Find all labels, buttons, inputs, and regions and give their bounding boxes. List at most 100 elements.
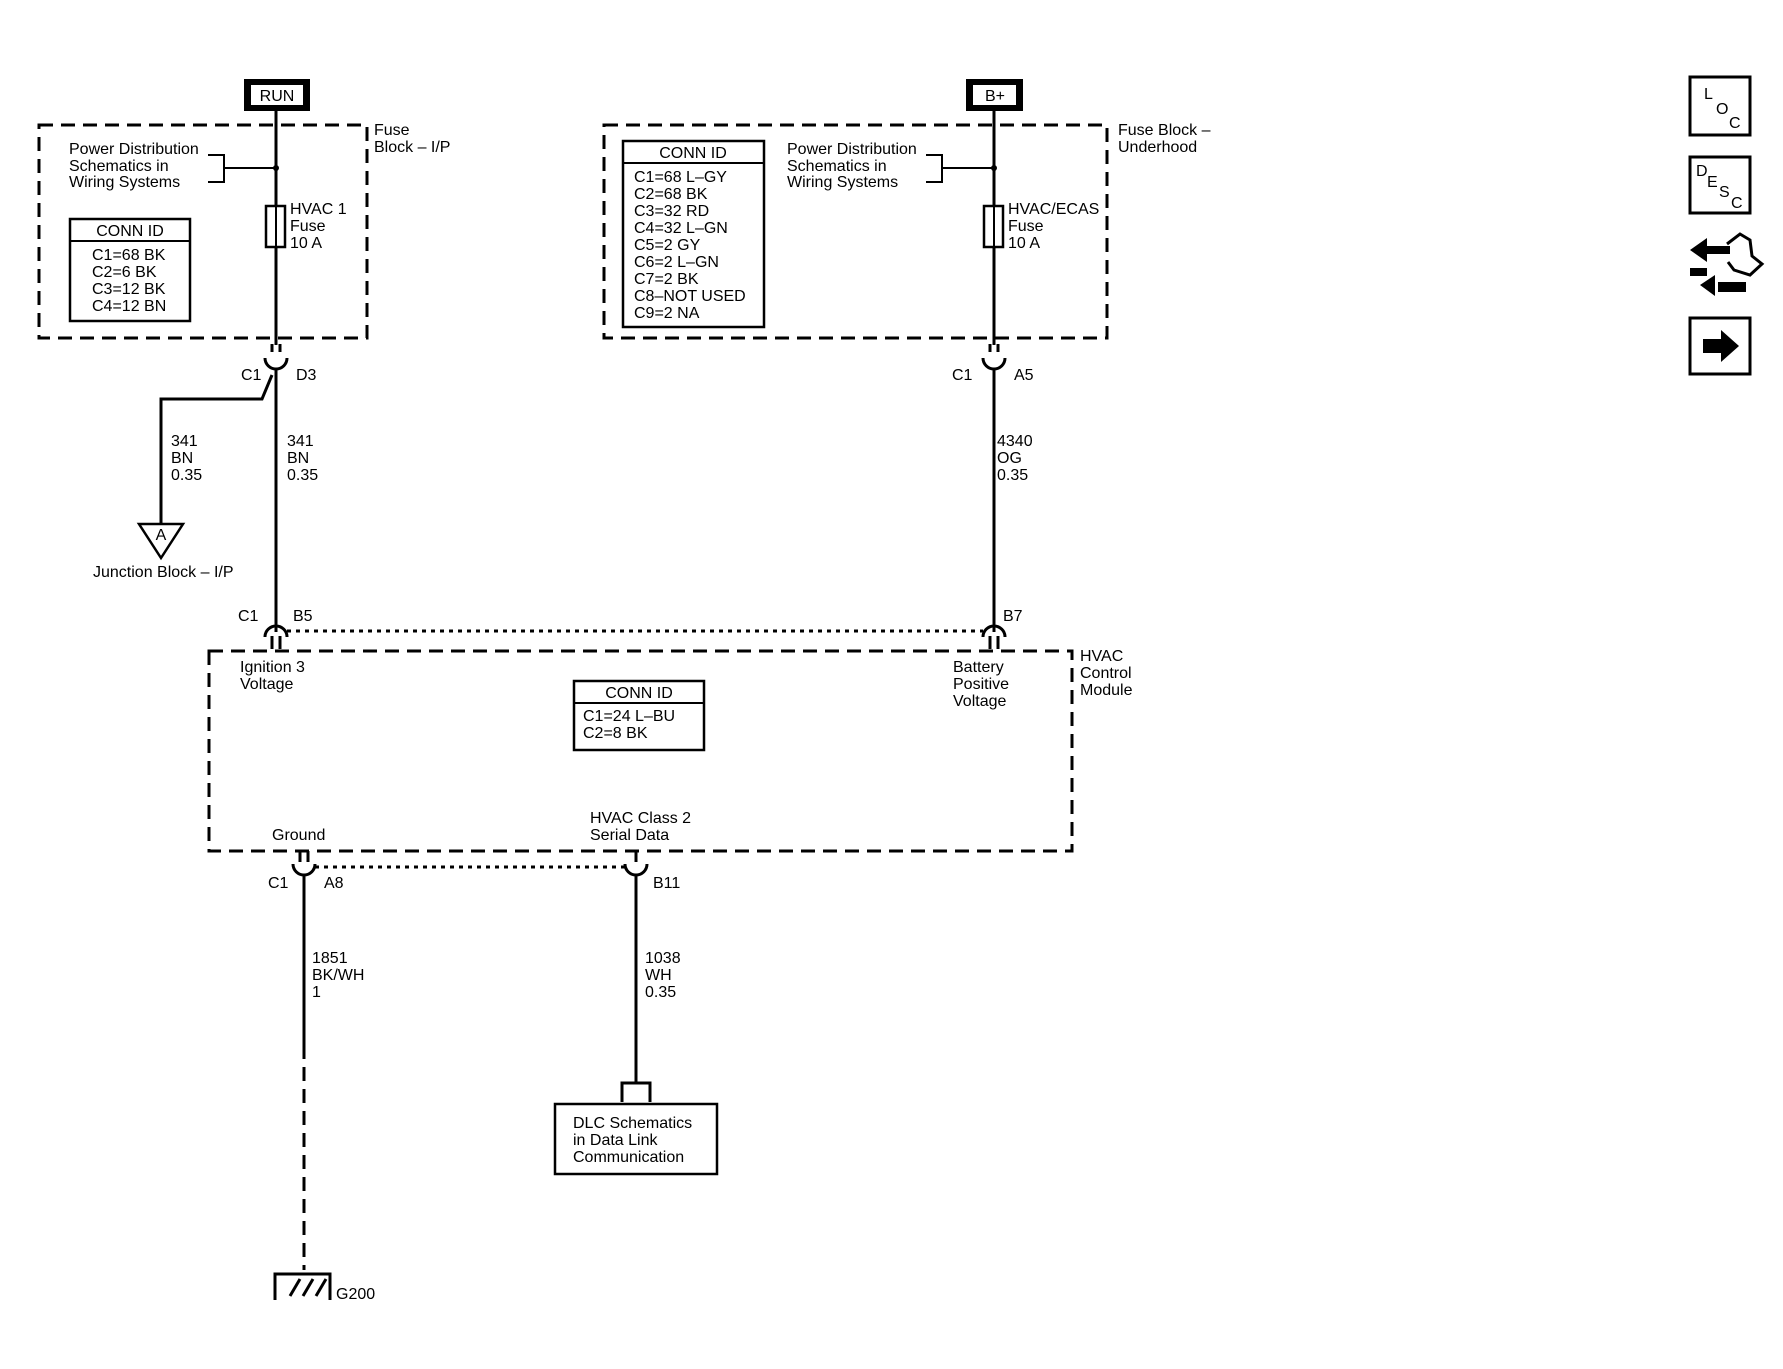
svg-text:341: 341 bbox=[171, 433, 198, 450]
svg-text:OG: OG bbox=[997, 450, 1022, 467]
svg-text:Control: Control bbox=[1080, 665, 1132, 682]
svg-text:C2=6 BK: C2=6 BK bbox=[92, 264, 157, 281]
svg-text:in Data Link: in Data Link bbox=[573, 1132, 658, 1149]
ign-wire-label: 341 BN 0.35 bbox=[287, 433, 318, 484]
dlc-schematics-ref[interactable]: DLC Schematics in Data Link Communicatio… bbox=[553, 1102, 719, 1176]
svg-text:HVAC: HVAC bbox=[1080, 648, 1123, 665]
svg-text:0.35: 0.35 bbox=[997, 467, 1028, 484]
svg-text:Voltage: Voltage bbox=[240, 676, 293, 693]
connector-tool-icon[interactable] bbox=[1690, 232, 1765, 296]
svg-text:C4=32 L–GN: C4=32 L–GN bbox=[634, 220, 728, 237]
svg-text:C2=8 BK: C2=8 BK bbox=[583, 725, 648, 742]
svg-text:C1: C1 bbox=[241, 367, 262, 384]
svg-text:10 A: 10 A bbox=[1008, 235, 1040, 252]
desc-icon[interactable]: D E S C bbox=[1688, 155, 1752, 215]
serial-wire-label: 1038 WH 0.35 bbox=[645, 950, 681, 1001]
hvac-module-output-connectors: C1 A8 B11 bbox=[268, 851, 680, 892]
fuse-block-underhood-box bbox=[602, 123, 1109, 340]
ground-wire-label: 1851 BK/WH 1 bbox=[312, 950, 364, 1001]
svg-text:341: 341 bbox=[287, 433, 314, 450]
connector-c1-a5: C1 A5 bbox=[952, 344, 1034, 384]
svg-text:B11: B11 bbox=[653, 875, 680, 892]
svg-text:Communication: Communication bbox=[573, 1149, 684, 1166]
next-arrow-icon[interactable] bbox=[1688, 316, 1752, 376]
svg-text:C1=68 L–GY: C1=68 L–GY bbox=[634, 169, 727, 186]
svg-text:1: 1 bbox=[312, 984, 321, 1001]
svg-text:B7: B7 bbox=[1003, 608, 1023, 625]
svg-text:1038: 1038 bbox=[645, 950, 681, 967]
svg-text:C9=2 NA: C9=2 NA bbox=[634, 305, 700, 322]
run-label: RUN bbox=[260, 88, 295, 105]
fuse-block-underhood-power-ref: Power Distribution Schematics in Wiring … bbox=[787, 141, 997, 191]
svg-text:0.35: 0.35 bbox=[171, 467, 202, 484]
svg-text:0.35: 0.35 bbox=[645, 984, 676, 1001]
loc-icon[interactable]: L O C bbox=[1688, 75, 1752, 137]
ignition-voltage-label: Ignition 3 Voltage bbox=[240, 659, 305, 693]
svg-text:1851: 1851 bbox=[312, 950, 348, 967]
svg-text:Wiring Systems: Wiring Systems bbox=[787, 174, 898, 191]
dlc-connector-symbol bbox=[620, 1081, 652, 1102]
svg-text:C4=12 BN: C4=12 BN bbox=[92, 298, 166, 315]
hvac-module-input-connectors: C1 B5 B7 bbox=[238, 608, 1023, 649]
svg-text:L: L bbox=[1704, 86, 1713, 103]
junction-block-label: Junction Block – I/P bbox=[93, 564, 234, 581]
serial-data-label: HVAC Class 2 Serial Data bbox=[590, 810, 691, 844]
junction-block-ip-ref[interactable]: A Junction Block – I/P bbox=[93, 522, 234, 581]
svg-text:Fuse Block –: Fuse Block – bbox=[1118, 122, 1211, 139]
svg-text:B5: B5 bbox=[293, 608, 313, 625]
svg-text:Underhood: Underhood bbox=[1118, 139, 1197, 156]
svg-text:C7=2 BK: C7=2 BK bbox=[634, 271, 699, 288]
batt-wire-label: 4340 OG 0.35 bbox=[997, 433, 1033, 484]
svg-text:C1=24 L–BU: C1=24 L–BU bbox=[583, 708, 675, 725]
hvac-ecas-fuse: HVAC/ECAS Fuse 10 A bbox=[982, 201, 1099, 252]
svg-text:C1=68 BK: C1=68 BK bbox=[92, 247, 166, 264]
svg-text:BN: BN bbox=[287, 450, 309, 467]
svg-text:Fuse: Fuse bbox=[290, 218, 326, 235]
bplus-label: B+ bbox=[985, 88, 1005, 105]
fuse-block-underhood-title: Fuse Block – Underhood bbox=[1118, 122, 1211, 156]
run-power-source: RUN bbox=[244, 79, 310, 111]
svg-text:Wiring Systems: Wiring Systems bbox=[69, 174, 180, 191]
svg-text:A5: A5 bbox=[1014, 367, 1034, 384]
svg-text:10 A: 10 A bbox=[290, 235, 322, 252]
svg-text:C2=68 BK: C2=68 BK bbox=[634, 186, 708, 203]
svg-text:C6=2 L–GN: C6=2 L–GN bbox=[634, 254, 719, 271]
svg-text:HVAC Class 2: HVAC Class 2 bbox=[590, 810, 691, 827]
svg-text:4340: 4340 bbox=[997, 433, 1033, 450]
ground-point-label: G200 bbox=[336, 1286, 375, 1303]
svg-text:D: D bbox=[1696, 163, 1708, 180]
bplus-power-source: B+ bbox=[966, 79, 1023, 111]
fuse-block-ip-title: Fuse Block – I/P bbox=[374, 122, 450, 156]
junction-symbol: A bbox=[156, 527, 167, 544]
svg-text:Ignition 3: Ignition 3 bbox=[240, 659, 305, 676]
hvac-module-conn-id: CONN ID C1=24 L–BU C2=8 BK bbox=[572, 679, 706, 752]
svg-text:DLC Schematics: DLC Schematics bbox=[573, 1115, 692, 1132]
svg-text:C: C bbox=[1731, 195, 1743, 212]
svg-text:Ground: Ground bbox=[272, 827, 325, 844]
svg-text:C3=12 BK: C3=12 BK bbox=[92, 281, 166, 298]
svg-text:C3=32 RD: C3=32 RD bbox=[634, 203, 709, 220]
hvac-control-module-box bbox=[207, 649, 1074, 853]
svg-text:Schematics in: Schematics in bbox=[69, 158, 169, 175]
svg-text:C1: C1 bbox=[952, 367, 973, 384]
junction-branch-wire bbox=[159, 374, 274, 524]
svg-text:C5=2 GY: C5=2 GY bbox=[634, 237, 701, 254]
svg-text:WH: WH bbox=[645, 967, 672, 984]
svg-text:CONN ID: CONN ID bbox=[659, 145, 727, 162]
svg-text:Positive: Positive bbox=[953, 676, 1009, 693]
svg-text:Fuse: Fuse bbox=[1008, 218, 1044, 235]
branch-wire-label: 341 BN 0.35 bbox=[171, 433, 202, 484]
svg-text:Fuse: Fuse bbox=[374, 122, 410, 139]
fuse-block-underhood-conn-id: CONN ID C1=68 L–GY C2=68 BK C3=32 RD C4=… bbox=[621, 139, 766, 329]
svg-text:D3: D3 bbox=[296, 367, 317, 384]
fuse-block-ip-box bbox=[37, 123, 369, 340]
svg-text:A8: A8 bbox=[324, 875, 344, 892]
hvac1-fuse: HVAC 1 Fuse 10 A bbox=[264, 201, 347, 252]
svg-text:BN: BN bbox=[171, 450, 193, 467]
svg-text:C: C bbox=[1729, 115, 1741, 132]
svg-text:C1: C1 bbox=[238, 608, 259, 625]
svg-text:HVAC 1: HVAC 1 bbox=[290, 201, 347, 218]
svg-text:Block – I/P: Block – I/P bbox=[374, 139, 450, 156]
svg-text:Power Distribution: Power Distribution bbox=[69, 141, 199, 158]
svg-text:Module: Module bbox=[1080, 682, 1133, 699]
